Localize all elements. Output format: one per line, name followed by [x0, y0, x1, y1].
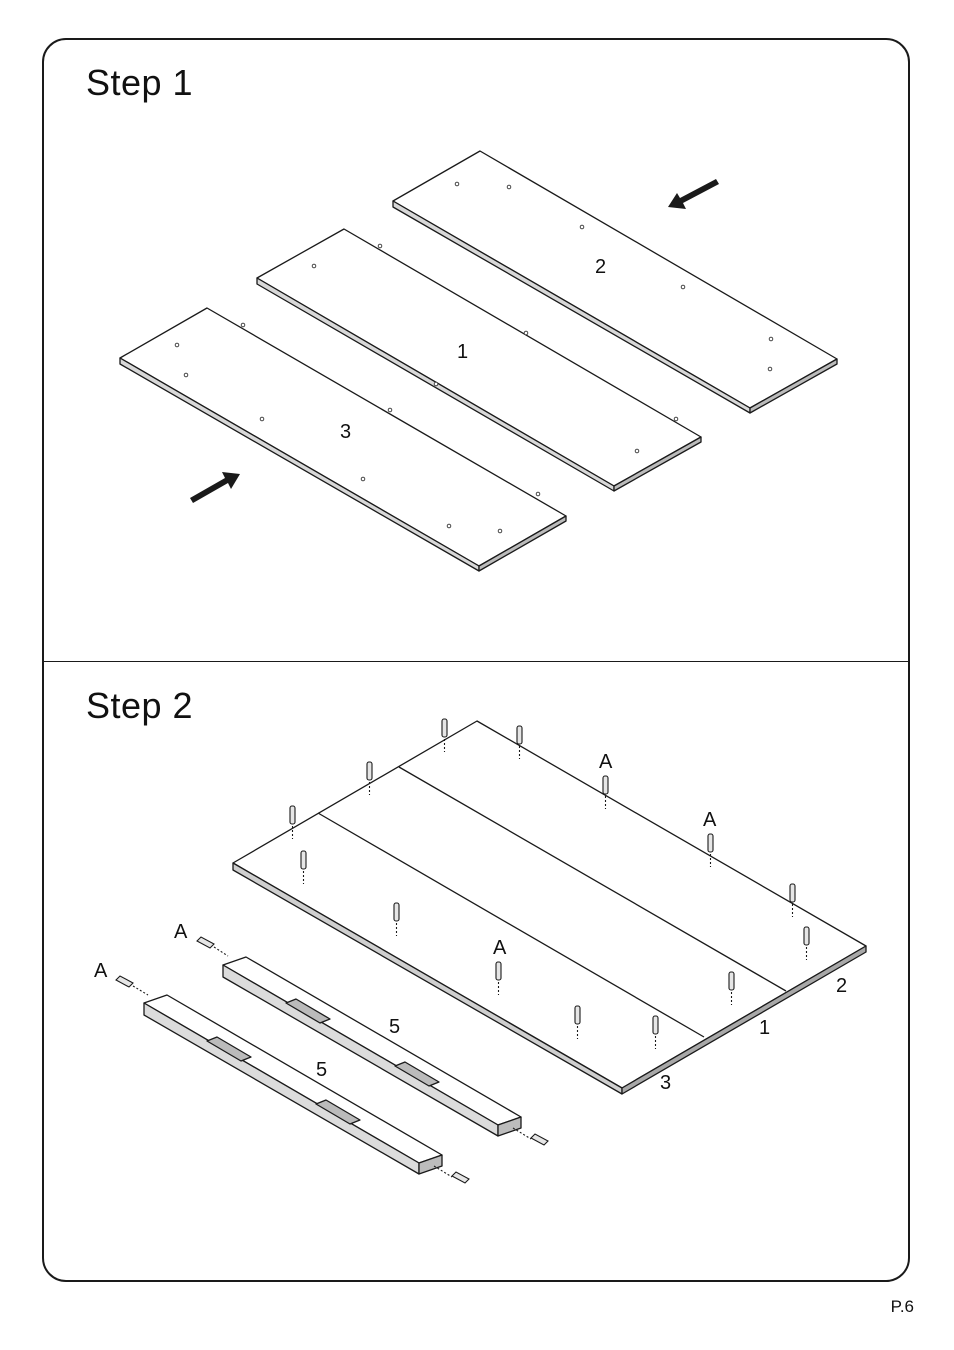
dowel-icon [197, 937, 228, 956]
dowel-icon [116, 976, 148, 995]
panel-label-1: 1 [759, 1018, 770, 1038]
rail-label-5: 5 [316, 1060, 327, 1080]
dowel-label-a: A [174, 922, 187, 942]
dowel-icon [434, 1166, 469, 1183]
arrow-icon [190, 472, 240, 503]
arrow-icon [668, 179, 719, 209]
panel-label-2: 2 [595, 257, 606, 277]
dowel-label-a: A [94, 961, 107, 981]
panel-label-3: 3 [660, 1073, 671, 1093]
rail-label-5: 5 [389, 1017, 400, 1037]
panel-label-3: 3 [340, 422, 351, 442]
dowel-label-a: A [493, 938, 506, 958]
dowel-label-a: A [703, 810, 716, 830]
panel-label-1: 1 [457, 342, 468, 362]
dowel-icon [513, 1128, 548, 1145]
dowel-label-a: A [599, 752, 612, 772]
panel-label-2: 2 [836, 976, 847, 996]
page-number: P.6 [891, 1297, 914, 1317]
